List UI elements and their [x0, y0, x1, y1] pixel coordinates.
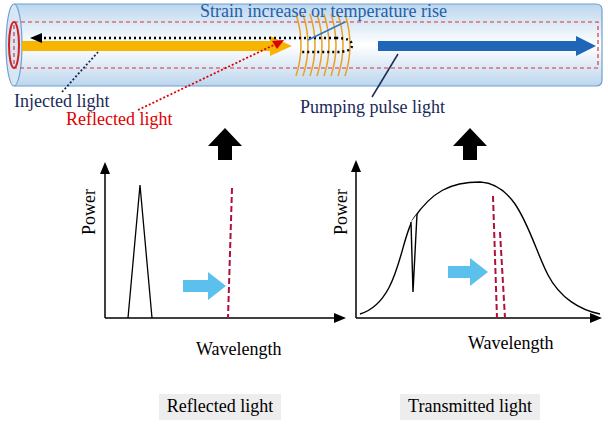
axis-head [351, 160, 361, 172]
axis [356, 317, 592, 319]
axis-label: Wavelength [196, 340, 282, 360]
axis [104, 172, 106, 318]
injected-leader [62, 52, 98, 92]
grating-arc [331, 14, 336, 76]
axis-label: Power [80, 189, 100, 235]
caption-text: Reflected light [167, 397, 273, 417]
grating-arc [345, 14, 350, 76]
reflected-label: Reflected light [66, 110, 172, 130]
shifted-peak [228, 188, 232, 318]
axis-label: Power [332, 189, 352, 235]
pump-label: Pumping pulse light [300, 98, 445, 118]
reflected-arrow [40, 37, 336, 40]
axis-label: Wavelength [468, 334, 554, 354]
fiber-end [6, 4, 22, 86]
shifted-notch [500, 232, 505, 318]
grating-arcs [296, 14, 350, 76]
reflected-arrow-head [30, 33, 42, 43]
brillouin-gain [360, 182, 600, 314]
grating-arc [310, 14, 315, 76]
grating-arc [317, 14, 322, 76]
axis-head [590, 313, 602, 323]
shift-arrow [448, 258, 488, 286]
caption-box: Reflected light [159, 394, 281, 420]
reflected-leader [138, 42, 280, 110]
axis [355, 170, 357, 318]
injected-arrow [22, 41, 272, 51]
strain-label: Strain increase or temperature rise [200, 2, 447, 22]
axis [105, 317, 336, 319]
axis-head [100, 162, 110, 174]
shift-arrow [183, 272, 226, 300]
caption-text: Transmitted light [408, 397, 532, 417]
reflected-leader-head [272, 40, 284, 49]
grating-arc [296, 14, 301, 76]
pump-arrow [378, 41, 578, 51]
injected-label: Injected light [14, 92, 109, 112]
axis-head [334, 313, 346, 323]
up-arrow [453, 128, 487, 160]
gain-notch [411, 214, 417, 292]
grating-arc [324, 14, 329, 76]
caption-box: Transmitted light [400, 394, 540, 420]
reflection-peak [128, 185, 152, 318]
core-end [9, 22, 19, 68]
pump-arrow-head [576, 36, 596, 56]
reflected-loop [300, 38, 352, 52]
pump-leader [372, 54, 398, 97]
up-arrow [208, 128, 242, 160]
shifted-notch [493, 196, 497, 318]
strain-leader [308, 22, 345, 40]
grating-arc [303, 14, 308, 76]
